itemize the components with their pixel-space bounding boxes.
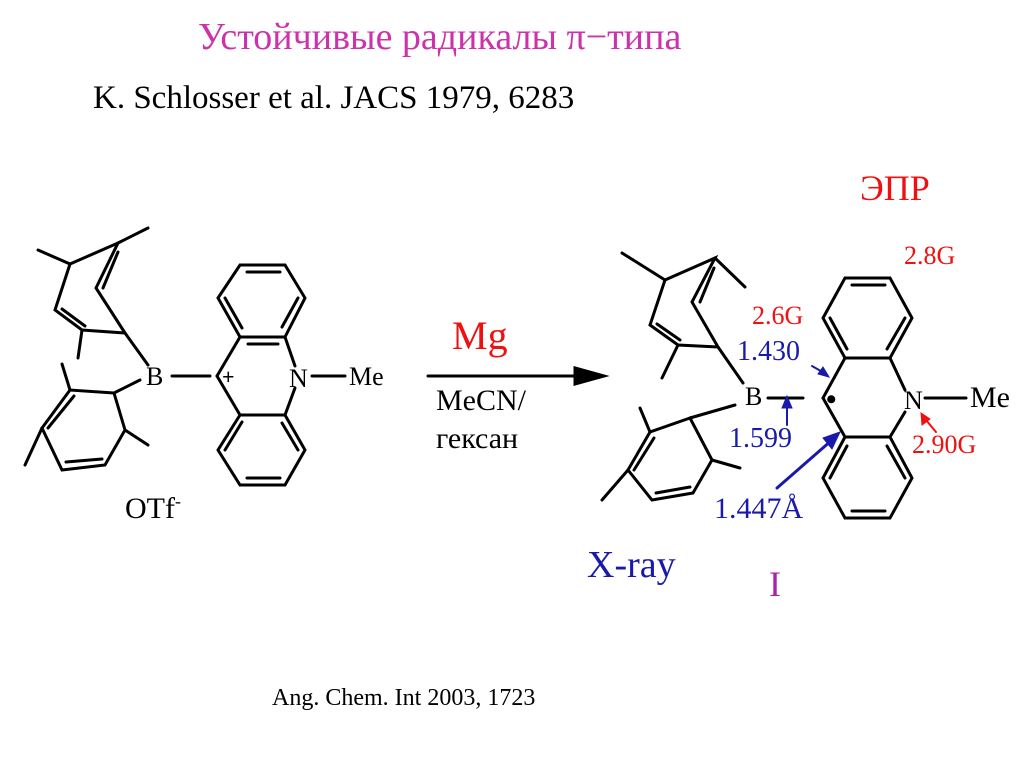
bond-length-arrows	[775, 365, 937, 490]
reactant-boron-label: B	[146, 362, 164, 391]
reaction-arrow	[426, 366, 610, 386]
bond-length-1-430: 1.430	[737, 336, 800, 367]
reactant-methyl-label: Me	[349, 362, 384, 391]
epr-title: ЭПР	[860, 168, 930, 208]
bond-length-1-447: 1.447Å	[714, 492, 804, 525]
solvent-line-2: гексан	[436, 422, 519, 455]
counterion-text: OTf	[125, 492, 175, 525]
counterion-charge: -	[174, 491, 181, 511]
radical-dot: •	[826, 383, 837, 416]
method-xray-label: X-ray	[587, 544, 676, 586]
reactant-acridinium-core	[215, 263, 347, 487]
slide-title: Устойчивые радикалы π−типа	[198, 16, 682, 58]
epr-value-2-8g: 2.8G	[904, 241, 956, 270]
product-acridinyl-core	[821, 276, 968, 520]
compound-label: I	[769, 564, 781, 604]
solvent-line-1: MeCN/	[436, 384, 526, 417]
bond-length-1-599: 1.599	[729, 423, 792, 454]
epr-value-2-6g: 2.6G	[752, 301, 804, 330]
counterion-label: OTf-	[125, 492, 181, 524]
product-mesityl-upper	[620, 251, 747, 385]
reference-bottom: Ang. Chem. Int 2003, 1723	[272, 685, 536, 711]
product-methyl-label: Me	[970, 381, 1010, 414]
reactant-mesityl-lower	[23, 362, 150, 472]
reagent-label: Mg	[452, 313, 508, 358]
reactant-charge: +	[222, 364, 235, 389]
product-nitrogen-label: N	[904, 386, 923, 415]
product-boron-label: B	[745, 382, 763, 411]
reference-top: K. Schlosser et al. JACS 1979, 6283	[93, 80, 575, 116]
reactant-mesityl-upper	[36, 226, 150, 367]
product-mesityl-lower	[600, 403, 742, 502]
reactant-nitrogen-label: N	[289, 364, 308, 393]
epr-value-2-90g: 2.90G	[912, 430, 977, 459]
